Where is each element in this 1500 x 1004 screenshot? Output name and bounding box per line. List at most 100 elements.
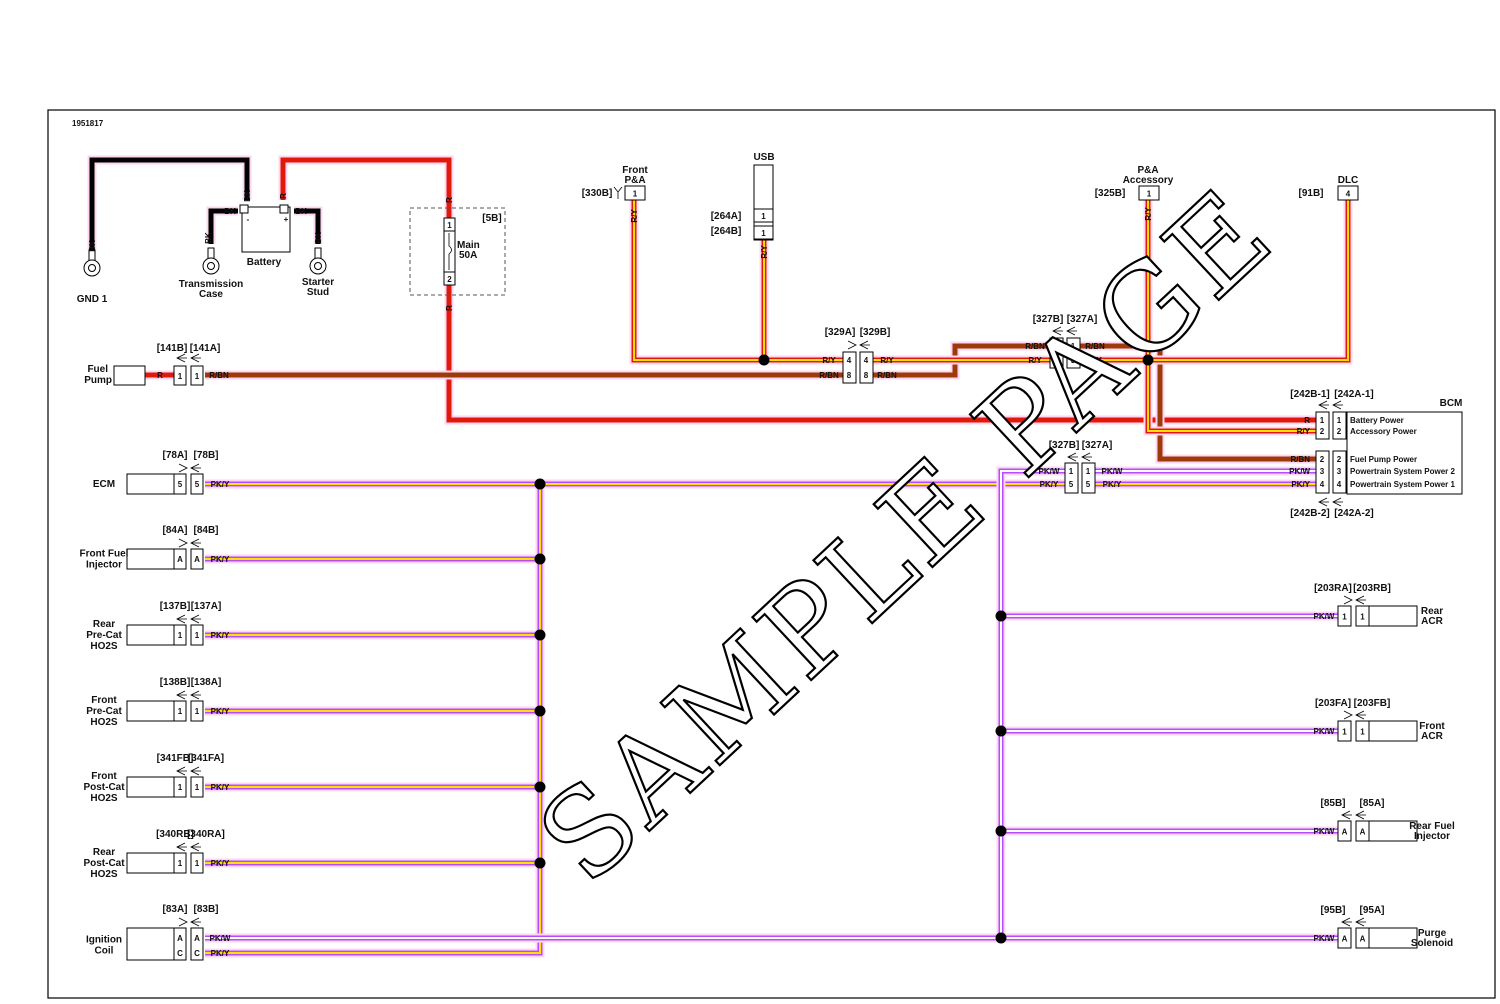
pin-number: 5 — [1069, 480, 1074, 489]
pin-number: A — [1342, 828, 1348, 837]
mating-arrow-icon — [1343, 710, 1366, 720]
connector-cavity — [173, 927, 187, 961]
wire-label-r: R — [157, 371, 163, 380]
pin-number: A — [1360, 935, 1366, 944]
connector-ref: [138A] — [191, 677, 222, 688]
connector-ref: [264B] — [711, 226, 742, 237]
device-label: ACR — [1421, 731, 1443, 742]
connector-ref: [327A] — [1082, 440, 1113, 451]
connector-cavity — [190, 548, 204, 570]
wire-bk-gnd1 — [89, 157, 250, 250]
splice-junction — [1142, 354, 1154, 366]
front-pa-cavity — [624, 185, 646, 201]
device-label: Rear — [93, 847, 115, 858]
pin-number: 1 — [1320, 416, 1325, 425]
wire-pky-bus — [205, 484, 543, 956]
connector-ref: [95B] — [1320, 905, 1345, 916]
pin-number: 1 — [1342, 613, 1347, 622]
connector-ref: [85A] — [1359, 798, 1384, 809]
splice-junction — [534, 553, 546, 565]
connector-242b-1 — [1315, 411, 1330, 440]
wire-label: PK/W — [1314, 612, 1335, 621]
connector-cavity — [173, 776, 187, 798]
connector-ref: [329A] — [825, 327, 856, 338]
pin-number: A — [177, 555, 183, 564]
device-box — [126, 700, 175, 722]
splice-junction — [995, 932, 1007, 944]
mating-arrow-icon — [176, 353, 201, 363]
device-label: Ignition — [86, 935, 122, 946]
connector-ref: [340RA] — [187, 829, 225, 840]
connector-ref: [203RA] — [1314, 583, 1352, 594]
connector-ref: [242A-1] — [1334, 389, 1373, 400]
pin-number: C — [177, 949, 183, 958]
pin-number: 5 — [178, 480, 183, 489]
pin-number: 1 — [195, 631, 200, 640]
wire-r-battery-fuse — [280, 157, 452, 218]
connector-ref: [327A] — [1067, 314, 1098, 325]
splice-junction — [534, 781, 546, 793]
wire-label: R/Y — [1028, 356, 1042, 365]
device-label: Rear Fuel — [1409, 821, 1455, 832]
wire-ry-front-pa-halo — [629, 200, 843, 365]
pin-number: 2 — [1320, 455, 1325, 464]
connector-cavity — [1337, 927, 1352, 949]
connector-ref: [242A-2] — [1334, 508, 1373, 519]
device-label: ACR — [1421, 616, 1443, 627]
pin-number: 1 — [1337, 416, 1342, 425]
wire-r-battery-power — [446, 285, 1316, 423]
connector-ref: [341FA] — [188, 753, 224, 764]
connector-cavity — [1337, 820, 1352, 842]
front-pa-label: Front — [622, 165, 648, 176]
wire-bk-starter — [294, 208, 321, 244]
connector-327b — [1049, 337, 1064, 369]
wire-label: PK/Y — [211, 783, 230, 792]
starter-stud-label: Starter — [302, 277, 334, 288]
wire-label: R/BN — [1085, 342, 1105, 351]
gnd1-label: GND 1 — [77, 294, 108, 305]
fuse-name: Main — [457, 240, 480, 251]
fuse-ref: [5B] — [482, 213, 501, 224]
ring-terminal-hole — [88, 264, 96, 272]
pin-number: 1 — [195, 859, 200, 868]
connector-cavity — [173, 548, 187, 570]
wire-label: R/Y — [822, 356, 836, 365]
connector-ref: [203FB] — [1354, 698, 1391, 709]
device-label: Rear — [93, 619, 115, 630]
wire-label: PK/Y — [1040, 480, 1059, 489]
connector-ref: [330B] — [582, 188, 613, 199]
device-label: Front — [1419, 721, 1445, 732]
wire-label: PK/W — [1314, 727, 1335, 736]
connector-ref: [95A] — [1359, 905, 1384, 916]
splice-junction — [995, 610, 1007, 622]
device-box — [1368, 720, 1418, 742]
device-box — [126, 927, 175, 961]
pin-number: 2 — [447, 275, 452, 284]
pin-number: 1 — [195, 372, 200, 381]
wire-pkw-bus-stripe — [1000, 470, 1065, 938]
fuse-rating: 50A — [459, 250, 477, 261]
connector-cavity — [173, 473, 187, 495]
wire-label: PK/W — [210, 934, 231, 943]
bcm-pin-function: Accessory Power — [1350, 427, 1417, 436]
usb-cavity — [753, 208, 774, 223]
pin-number: A — [177, 934, 183, 943]
wire-ry-front-pa — [631, 200, 843, 363]
pin-number: A — [194, 934, 200, 943]
wire-label: PK/Y — [1291, 480, 1310, 489]
wire-label-bk: BK — [88, 240, 97, 252]
connector-cavity — [190, 473, 204, 495]
starter-stud-label: Stud — [307, 287, 329, 298]
pin-number: 1 — [195, 783, 200, 792]
connector-329b — [859, 351, 874, 384]
battery-negative-sign: - — [247, 215, 250, 224]
transmission-case-label: Transmission — [179, 279, 243, 290]
connector-cavity — [173, 624, 187, 646]
pin-number: 3 — [1071, 356, 1076, 365]
battery-label: Battery — [247, 257, 282, 268]
pin-number: 3 — [1337, 467, 1342, 476]
wire-label: PK/Y — [211, 707, 230, 716]
connector-cavity — [190, 852, 204, 874]
pin-number: 1 — [178, 783, 183, 792]
transmission-case-label: Case — [199, 289, 223, 300]
